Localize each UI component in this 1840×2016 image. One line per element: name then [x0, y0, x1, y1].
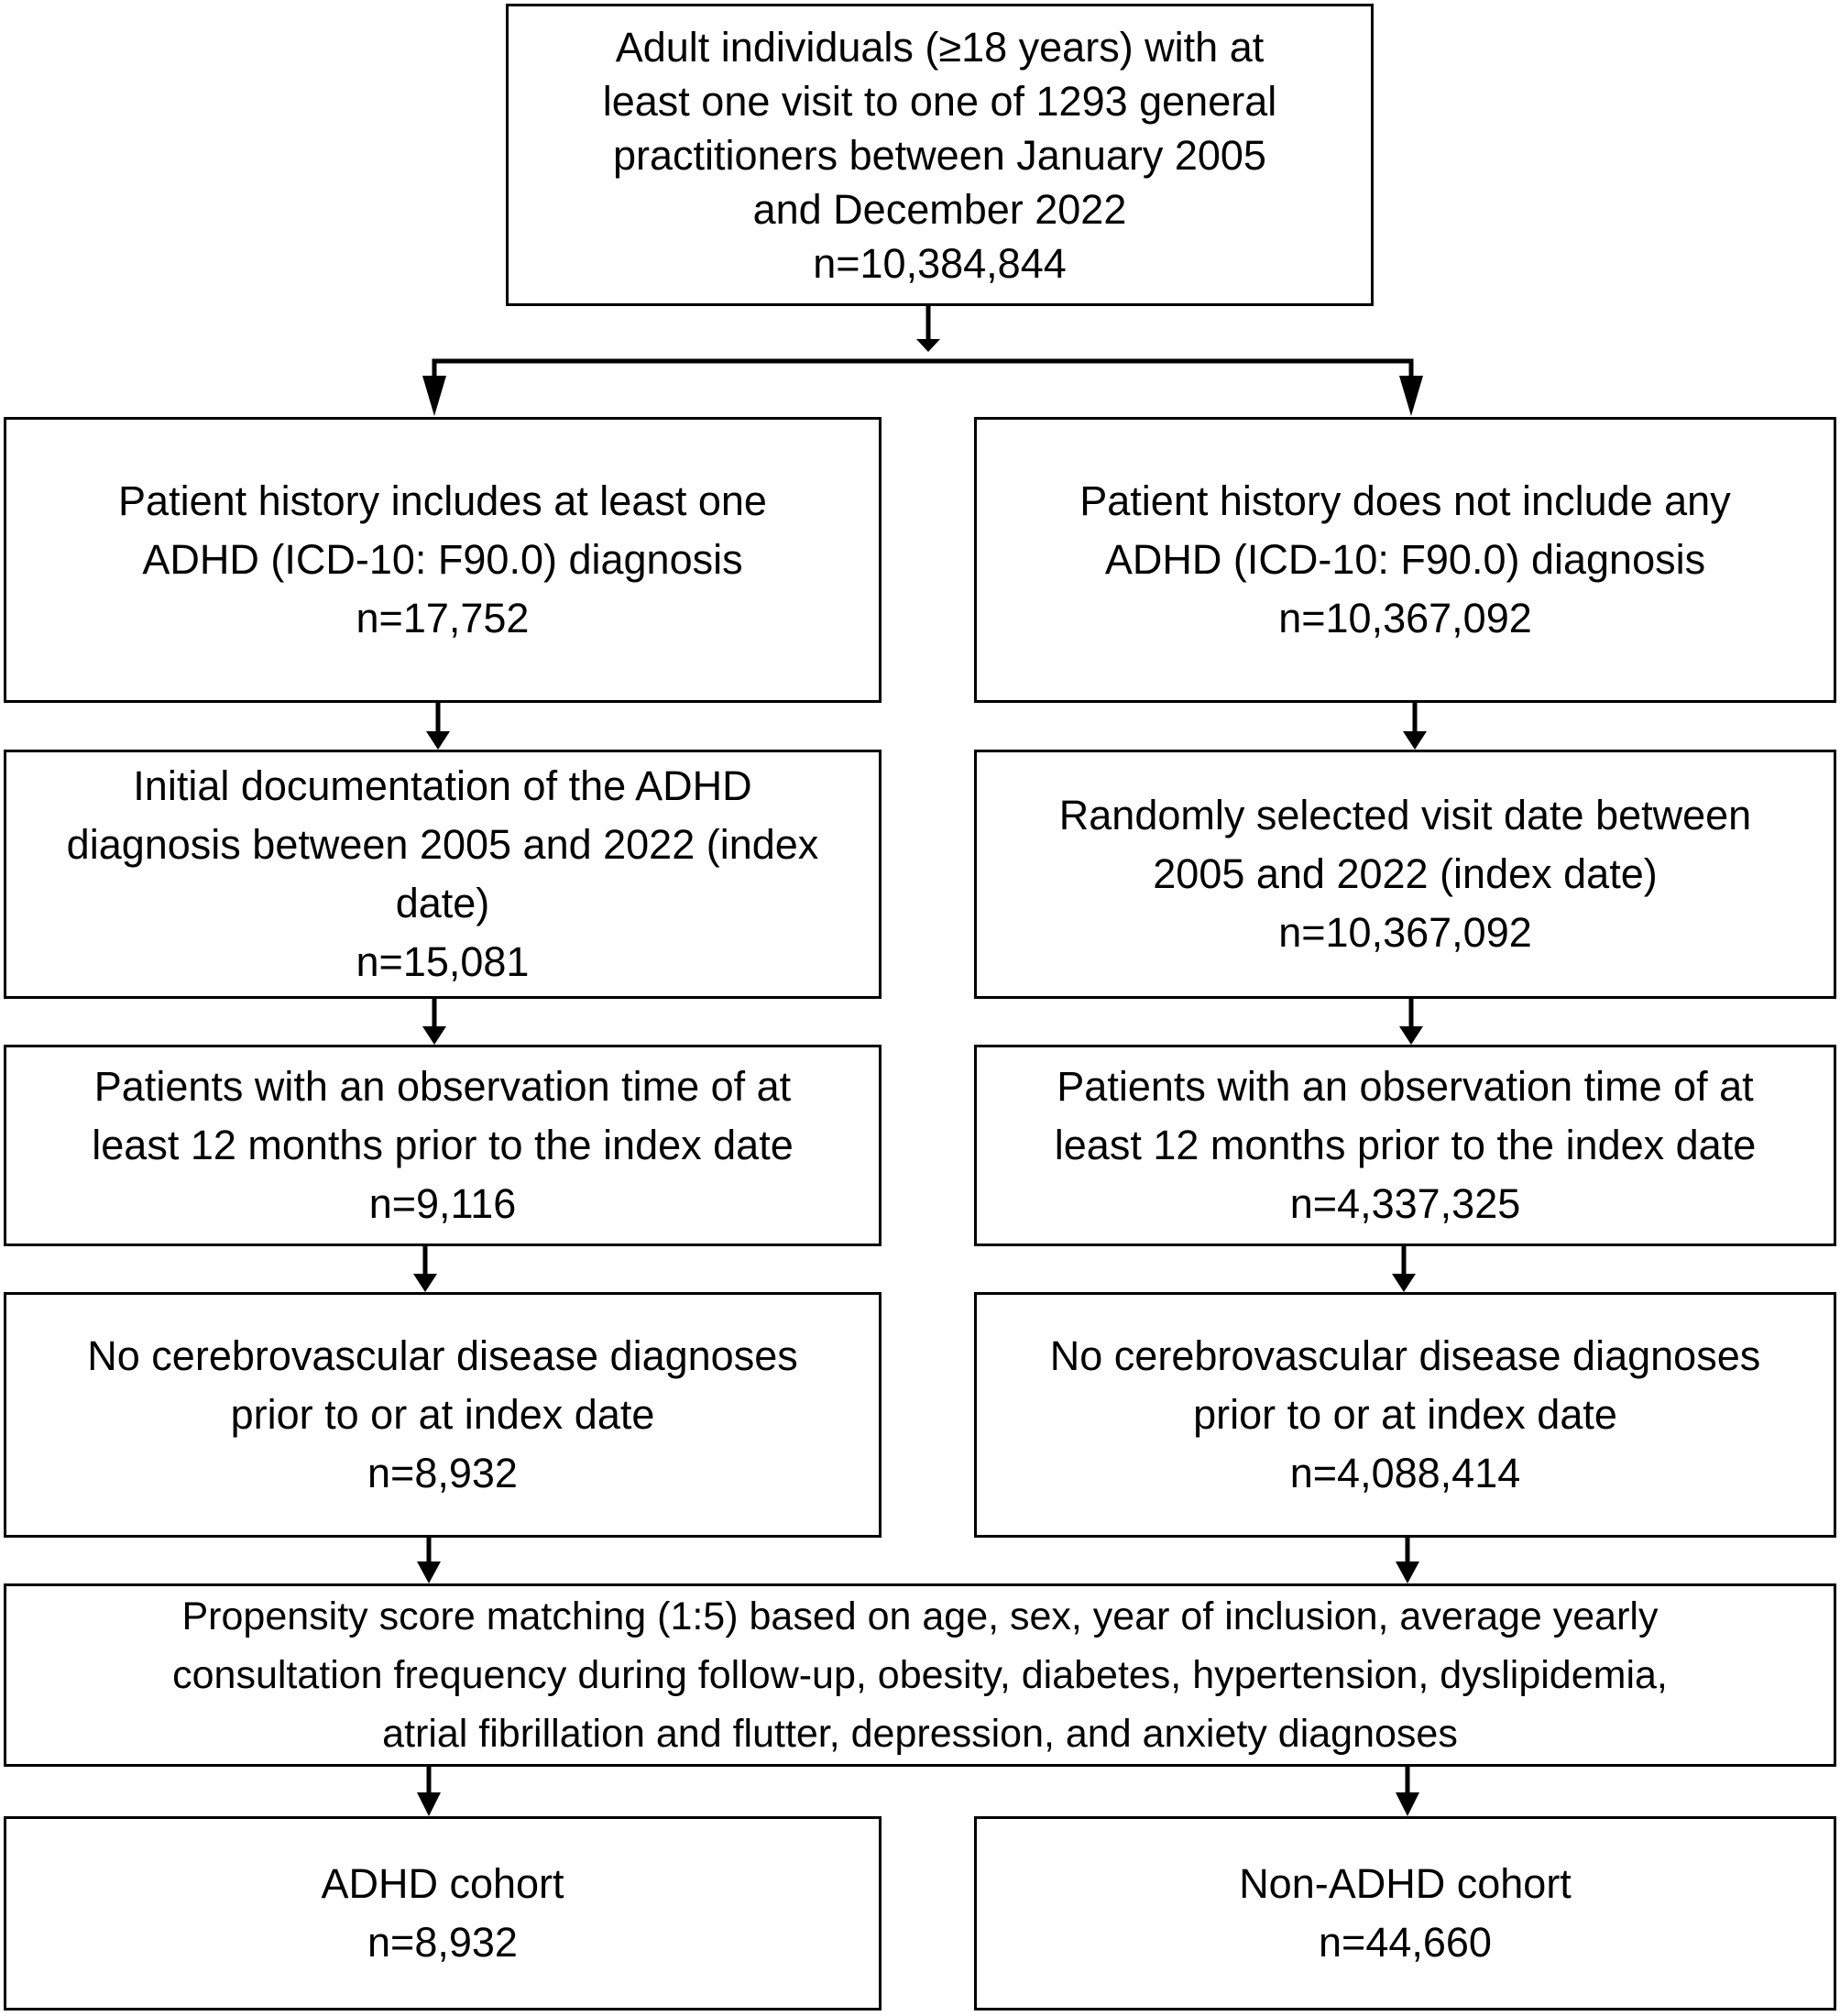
box-non-adhd-cohort-label: Non-ADHD cohort [1239, 1860, 1572, 1907]
arrowhead-right-1 [1403, 731, 1427, 750]
arrowhead-start [916, 339, 940, 352]
box-non-adhd-observation: Patients with an observation time of at … [974, 1045, 1836, 1246]
box-adhd-index: Initial documentation of the ADHD diagno… [4, 750, 882, 999]
box-adhd-observation: Patients with an observation time of at … [4, 1045, 882, 1246]
box-non-adhd-index-count: n=10,367,092 [1278, 909, 1532, 956]
box-propensity-matching: Propensity score matching (1:5) based on… [4, 1583, 1836, 1767]
box-adhd-cohort-label: ADHD cohort [321, 1860, 564, 1907]
box-non-adhd-no-cvd-count: n=4,088,414 [1289, 1450, 1521, 1496]
box-non-adhd-index-line-2: 2005 and 2022 (index date) [1153, 850, 1658, 897]
arrowhead-right-3 [1392, 1274, 1416, 1292]
box-non-adhd-observation-line-2: least 12 months prior to the index date [1054, 1122, 1757, 1168]
box-start-line-1: Adult individuals (≥18 years) with at [615, 23, 1265, 71]
box-adhd-cohort-count: n=8,932 [367, 1919, 518, 1966]
box-adhd-no-cvd: No cerebrovascular disease diagnoses pri… [4, 1292, 882, 1538]
box-adhd-observation-line-2: least 12 months prior to the index date [92, 1122, 794, 1168]
box-adhd-observation-line-1: Patients with an observation time of at [93, 1063, 792, 1110]
box-non-adhd-no-cvd-line-1: No cerebrovascular disease diagnoses [1049, 1332, 1761, 1379]
box-non-adhd-cohort-count: n=44,660 [1319, 1919, 1492, 1966]
box-adhd-no-cvd-line-2: prior to or at index date [230, 1391, 655, 1438]
box-non-adhd-observation-count: n=4,337,325 [1289, 1180, 1521, 1227]
box-adhd-history-count: n=17,752 [356, 595, 530, 641]
box-non-adhd-index-line-1: Randomly selected visit date between [1058, 792, 1752, 838]
arrowhead-right-5 [1396, 1792, 1419, 1816]
box-non-adhd-no-cvd: No cerebrovascular disease diagnoses pri… [974, 1292, 1836, 1538]
box-adhd-no-cvd-line-1: No cerebrovascular disease diagnoses [87, 1332, 798, 1379]
box-adhd-history-line-2: ADHD (ICD-10: F90.0) diagnosis [142, 536, 743, 583]
arrowhead-split-right [1399, 376, 1423, 416]
box-non-adhd-index: Randomly selected visit date between 200… [974, 750, 1836, 999]
box-propensity-matching-line-2: consultation frequency during follow-up,… [172, 1653, 1668, 1697]
box-start-line-2: least one visit to one of 1293 general [602, 77, 1277, 125]
box-start-line-4: and December 2022 [752, 185, 1127, 233]
box-adhd-history-line-1: Patient history includes at least one [118, 477, 767, 524]
box-non-adhd-observation-line-1: Patients with an observation time of at [1057, 1063, 1754, 1110]
box-adhd-cohort: ADHD cohort n=8,932 [4, 1816, 882, 2011]
arrowhead-left-1 [426, 731, 450, 750]
arrowhead-right-4 [1396, 1561, 1419, 1583]
box-adhd-index-line-1: Initial documentation of the ADHD [133, 762, 752, 809]
arrowhead-left-4 [417, 1561, 441, 1583]
box-non-adhd-history-line-2: ADHD (ICD-10: F90.0) diagnosis [1104, 536, 1706, 583]
box-start-line-3: practitioners between January 2005 [613, 131, 1266, 179]
connector-split [432, 358, 1414, 378]
arrowhead-split-left [422, 376, 446, 416]
box-adhd-history: Patient history includes at least one AD… [4, 417, 882, 703]
box-start: Adult individuals (≥18 years) with at le… [506, 4, 1374, 306]
box-adhd-no-cvd-count: n=8,932 [367, 1450, 518, 1496]
box-start-count: n=10,384,844 [813, 239, 1067, 287]
box-non-adhd-cohort: Non-ADHD cohort n=44,660 [974, 1816, 1836, 2011]
arrowhead-right-2 [1399, 1026, 1423, 1045]
arrowhead-left-3 [413, 1274, 437, 1292]
box-non-adhd-no-cvd-line-2: prior to or at index date [1193, 1391, 1617, 1438]
box-non-adhd-history-line-1: Patient history does not include any [1079, 477, 1731, 524]
box-non-adhd-history-count: n=10,367,092 [1278, 595, 1532, 641]
box-propensity-matching-line-1: Propensity score matching (1:5) based on… [181, 1594, 1659, 1638]
box-adhd-observation-count: n=9,116 [368, 1180, 517, 1227]
box-adhd-index-line-2: diagnosis between 2005 and 2022 (index [66, 821, 819, 868]
box-non-adhd-history: Patient history does not include any ADH… [974, 417, 1836, 703]
arrowhead-left-2 [422, 1026, 446, 1045]
box-adhd-index-count: n=15,081 [356, 938, 530, 985]
arrowhead-left-5 [417, 1792, 441, 1816]
box-adhd-index-line-3: date) [395, 880, 490, 926]
box-propensity-matching-line-3: atrial fibrillation and flutter, depress… [382, 1712, 1458, 1756]
